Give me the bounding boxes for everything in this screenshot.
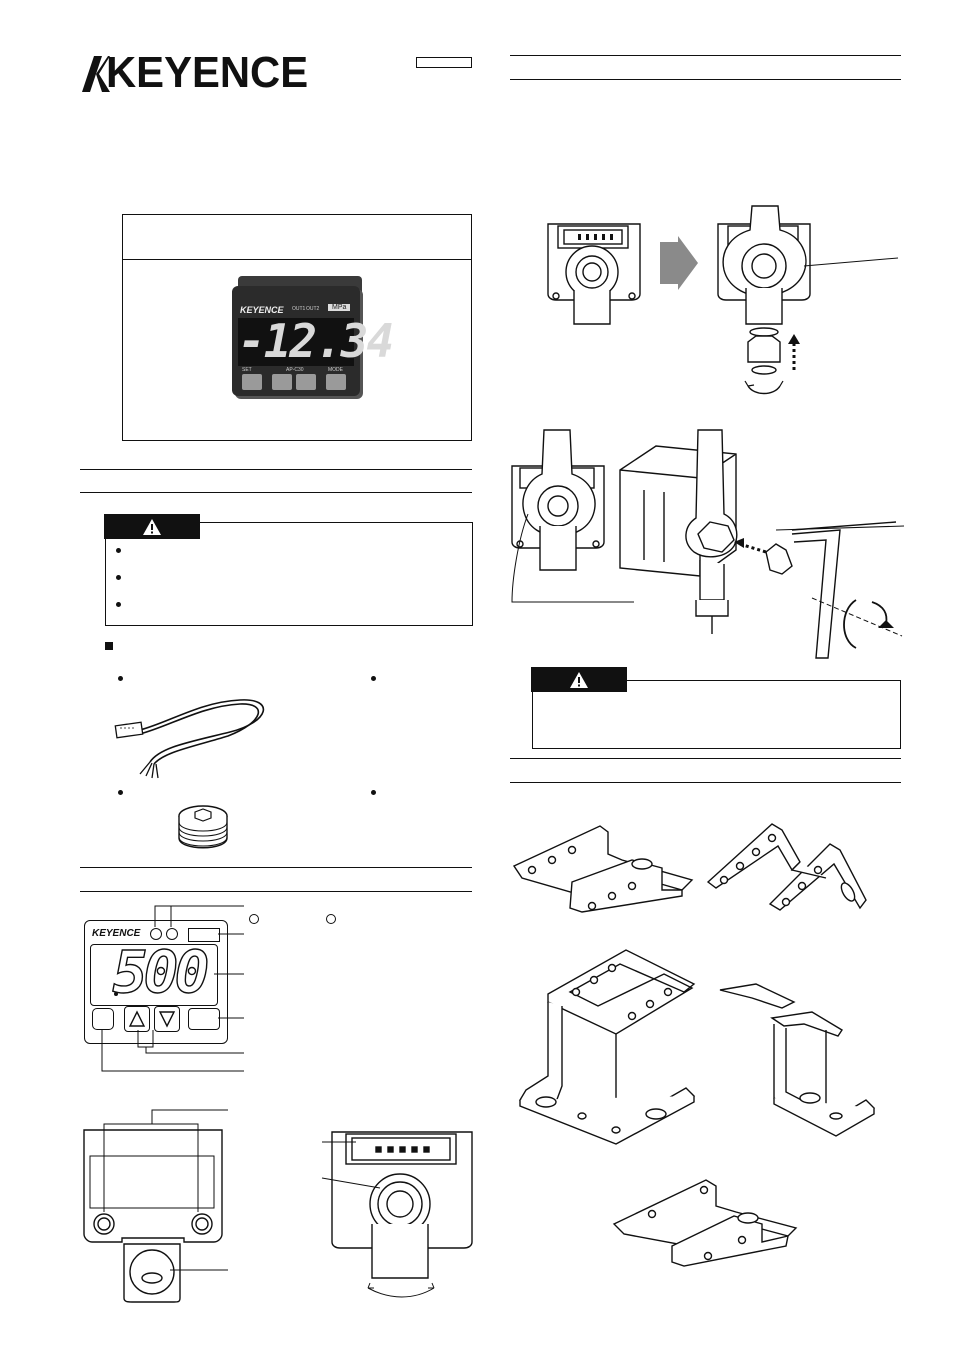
unit-label-area bbox=[188, 928, 220, 942]
down-button bbox=[154, 1006, 180, 1032]
product-box bbox=[122, 214, 472, 441]
sensor-step-1 bbox=[547, 223, 641, 325]
output-indicator-1 bbox=[150, 928, 162, 940]
warning-triangle-icon bbox=[570, 671, 588, 688]
product-box-divider bbox=[122, 259, 472, 260]
bracket-d bbox=[719, 983, 876, 1137]
section-rule bbox=[510, 782, 901, 783]
plug-illustration bbox=[178, 805, 228, 849]
bullet-dot-icon bbox=[118, 790, 123, 795]
warning-header bbox=[104, 514, 200, 539]
sensor-step-4 bbox=[619, 429, 905, 659]
step-arrow-icon bbox=[660, 236, 698, 290]
bracket-e bbox=[612, 1179, 798, 1267]
connector-view-diagram bbox=[321, 1131, 473, 1298]
front-brand-label: KEYENCE bbox=[92, 928, 141, 939]
product-model-label: AP-C30 bbox=[286, 367, 304, 373]
front-panel-diagram: KEYENCE 500 bbox=[84, 920, 228, 1044]
bullet-dot-icon bbox=[116, 548, 121, 553]
bullet-dot-icon bbox=[371, 676, 376, 681]
warning-header-2 bbox=[531, 667, 627, 692]
bullet-dot-icon bbox=[118, 676, 123, 681]
section-rule bbox=[510, 79, 901, 80]
square-marker-icon bbox=[105, 642, 113, 650]
main-display-value: 500 bbox=[112, 937, 210, 1006]
section-rule bbox=[80, 469, 472, 470]
product-mode-label: MODE bbox=[328, 367, 343, 373]
output-indicator-2 bbox=[166, 928, 178, 940]
main-display bbox=[90, 944, 218, 1006]
bullet-dot-icon bbox=[116, 602, 121, 607]
bracket-c bbox=[518, 949, 696, 1145]
product-unit-label: MPa bbox=[328, 304, 351, 311]
product-mode-button bbox=[326, 374, 346, 390]
section-rule bbox=[510, 55, 901, 56]
sensor-step-2 bbox=[717, 205, 899, 395]
warning-box-2 bbox=[532, 680, 901, 749]
section-rule bbox=[510, 758, 901, 759]
back-view-diagram bbox=[83, 1109, 228, 1303]
product-indicator-1: OUT1 bbox=[292, 306, 306, 312]
section-rule bbox=[80, 867, 472, 868]
bracket-b bbox=[706, 823, 867, 911]
product-brand-label: KEYENCE bbox=[240, 305, 284, 315]
product-set-button bbox=[242, 374, 262, 390]
product-indicator-2: OUT2 bbox=[306, 306, 320, 312]
set-button bbox=[92, 1008, 114, 1030]
mode-button bbox=[188, 1008, 220, 1030]
document-code-box bbox=[416, 57, 472, 68]
product-up-button bbox=[272, 374, 292, 390]
product-photo: KEYENCE OUT1 OUT2 MPa -12.34 SET AP-C30 … bbox=[232, 276, 394, 402]
bracket-a bbox=[512, 825, 694, 913]
warning-box bbox=[105, 522, 473, 626]
sensor-step-3 bbox=[511, 429, 634, 603]
product-down-button bbox=[296, 374, 316, 390]
up-arrow-icon bbox=[128, 1010, 146, 1027]
keyence-logo-mark bbox=[82, 56, 110, 92]
keyence-logo: KEYENCE bbox=[106, 48, 309, 97]
bullet-dot-icon bbox=[371, 790, 376, 795]
cable-illustration bbox=[114, 699, 265, 779]
warning-triangle-icon bbox=[143, 518, 161, 535]
product-set-label: SET bbox=[242, 367, 252, 373]
bullet-dot-icon bbox=[116, 575, 121, 580]
down-arrow-icon bbox=[158, 1011, 176, 1028]
section-rule bbox=[80, 891, 472, 892]
up-button bbox=[124, 1006, 150, 1032]
section-rule bbox=[80, 492, 472, 493]
